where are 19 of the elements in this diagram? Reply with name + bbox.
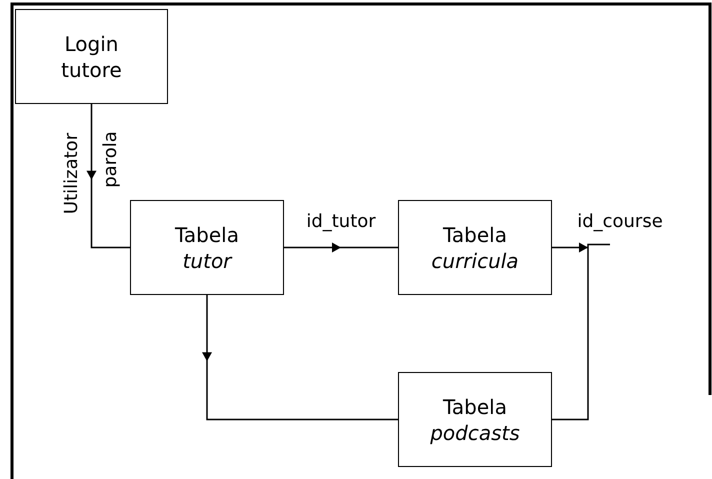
table-box	[15, 9, 168, 104]
table-box	[398, 372, 552, 467]
field-label: parola	[98, 130, 122, 188]
arrow	[284, 242, 398, 252]
edge-label: Utilizator	[60, 132, 84, 214]
table-name: curricula	[431, 248, 519, 274]
table-name: podcasts	[430, 420, 520, 446]
arrow	[202, 295, 398, 420]
table-box	[398, 200, 552, 295]
table-name: tutor	[182, 248, 232, 274]
box-title: Login tutore	[60, 30, 123, 82]
arrow	[552, 242, 588, 252]
box-title: Tabela	[443, 394, 507, 420]
arrow	[86, 104, 130, 248]
table-box	[130, 200, 284, 295]
edge-label: id_tutor	[306, 210, 376, 234]
box-title: Tabela	[175, 222, 239, 248]
box-title: Tabela	[443, 222, 507, 248]
edge-label: id_course	[577, 210, 663, 234]
